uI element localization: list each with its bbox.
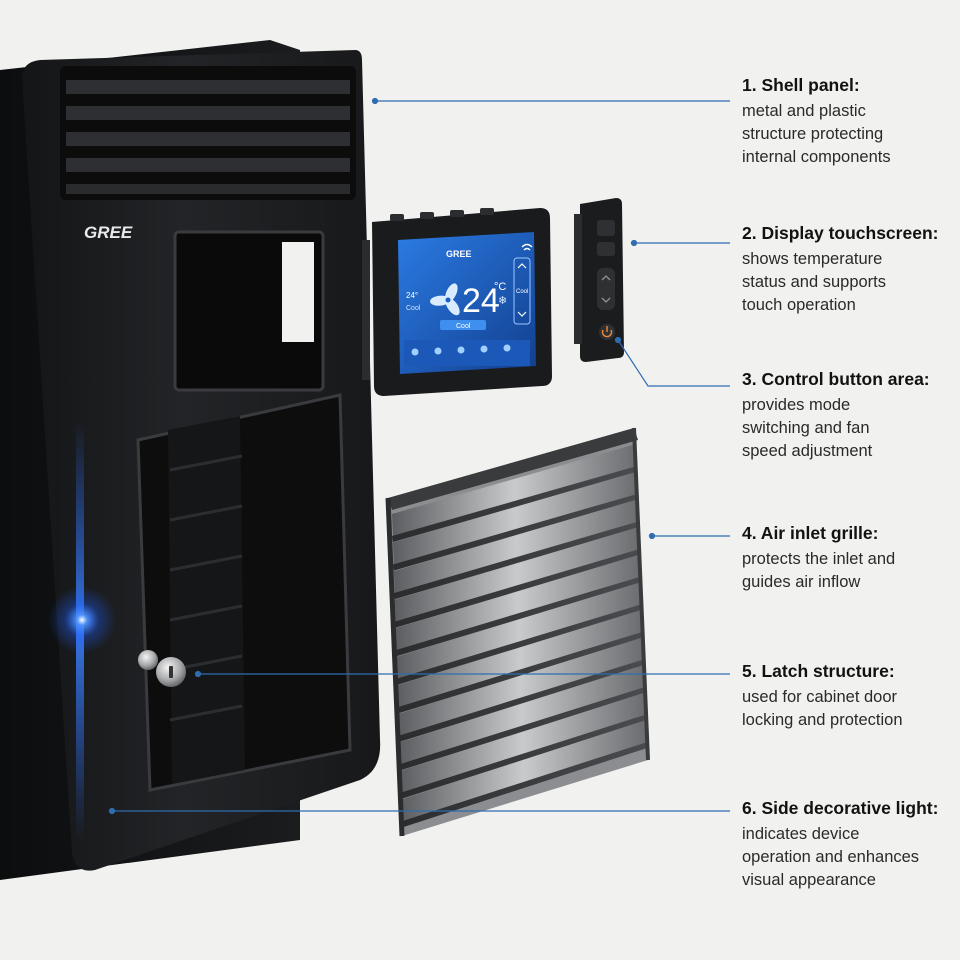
grille-slat-shadow (395, 576, 641, 657)
callout-desc: indicates device operation and enhances … (742, 823, 954, 892)
callout-title: 6. Side decorative light: (742, 798, 939, 818)
grille-slats (392, 444, 647, 828)
menu-button (597, 242, 615, 256)
mode-pill (440, 320, 486, 330)
cabinet: GREE (0, 40, 381, 880)
callout-desc-line: shows temperature (742, 250, 883, 268)
callout-desc: metal and plastic structure protecting i… (742, 100, 954, 169)
callout-title: 2. Display touchscreen: (742, 223, 939, 243)
grille-slat (393, 499, 639, 594)
grille-slat (401, 720, 647, 822)
callout-desc-line: structure protecting (742, 125, 884, 143)
callout-desc-line: indicates device (742, 825, 860, 843)
callout-desc-line: speed adjustment (742, 442, 873, 460)
top-vent (60, 66, 356, 200)
grille-slat-shadow (394, 548, 640, 628)
callout-desc-line: operation and enhances (742, 848, 920, 866)
grille-slat-shadow (398, 659, 644, 742)
callout-latch-structure: 5. Latch structure: used for cabinet doo… (742, 660, 954, 732)
grille-slat-shadow (397, 631, 643, 714)
callout-desc-line: status and supports (742, 273, 887, 291)
grille-slat (392, 444, 637, 536)
grille-slat (399, 665, 645, 765)
callout-shell-panel: 1. Shell panel: metal and plastic struct… (742, 74, 954, 169)
screen-brand: GREE (446, 249, 472, 259)
callout-desc-line: internal components (742, 148, 891, 166)
control-button-area (574, 198, 624, 362)
snowflake-icon: ❄ (498, 295, 507, 307)
grille-slat-shadow (396, 604, 642, 685)
display-touchscreen: GREE 24° Cool 24 °C ❄ Cool Cool (362, 208, 552, 396)
screen-side-right: Cool (516, 289, 528, 295)
callout-desc-line: guides air inflow (742, 573, 861, 591)
grille-slat (394, 526, 640, 622)
callout-title: 3. Control button area: (742, 369, 930, 389)
brand-logo: GREE (84, 223, 133, 242)
grille-slat-shadow (392, 493, 638, 571)
callout-desc-line: provides mode (742, 396, 851, 414)
callout-side-decorative-light: 6. Side decorative light: indicates devi… (742, 797, 954, 892)
chevron-down-icon (517, 311, 527, 317)
callout-desc-line: used for cabinet door (742, 688, 898, 706)
screen-unit: °C (494, 281, 506, 293)
screen-side-temp: 24° (406, 291, 418, 300)
latch (138, 650, 186, 687)
callout-display-touchscreen: 2. Display touchscreen: shows temperatur… (742, 222, 954, 317)
leader-lines (108, 97, 730, 815)
screen-bottom-bar (404, 340, 530, 366)
screen-temperature: 24 (462, 282, 500, 320)
callout-title: 1. Shell panel: (742, 75, 860, 95)
callout-title: 5. Latch structure: (742, 661, 895, 681)
callout-desc-line: protects the inlet and (742, 550, 896, 568)
grille-slat (395, 554, 641, 651)
callout-desc-line: touch operation (742, 296, 856, 314)
grille-slat-shadow (393, 521, 639, 600)
side-light-glow (48, 586, 116, 654)
lower-cavity (136, 393, 352, 792)
callout-air-inlet-grille: 4. Air inlet grille: protects the inlet … (742, 522, 954, 594)
grille-slat-shadow (392, 466, 637, 542)
callout-desc: provides mode switching and fan speed ad… (742, 394, 954, 463)
screen-side-mode: Cool (406, 305, 421, 312)
leader-line-control (617, 339, 730, 387)
grille-slat (398, 637, 644, 736)
wifi-icon (521, 243, 533, 251)
fan-speed-rocker (597, 268, 615, 310)
grille-slat (392, 471, 638, 565)
callout-title: 4. Air inlet grille: (742, 523, 879, 543)
touchscreen-panel (398, 232, 536, 374)
display-cutout (282, 242, 314, 342)
callout-desc-line: metal and plastic (742, 102, 866, 120)
mode-button (597, 220, 615, 236)
chevron-up-icon (517, 263, 527, 269)
screen-mode: Cool (456, 323, 471, 330)
callout-desc: used for cabinet door locking and protec… (742, 686, 954, 732)
callout-desc-line: visual appearance (742, 871, 876, 889)
grille-slat (397, 609, 643, 708)
air-inlet-grille (385, 427, 650, 837)
grille-slat-shadow (401, 742, 647, 828)
grille-slat-shadow (400, 714, 646, 799)
fan-icon (430, 283, 460, 316)
callout-control-button-area: 3. Control button area: provides mode sw… (742, 368, 954, 463)
callout-desc-line: switching and fan (742, 419, 870, 437)
screen-side-control (513, 257, 531, 325)
callout-desc-line: locking and protection (742, 711, 903, 729)
callout-desc: protects the inlet and guides air inflow (742, 548, 954, 594)
grille-slat-shadow (399, 687, 645, 771)
callout-desc: shows temperature status and supports to… (742, 248, 954, 317)
grille-slat (400, 692, 646, 793)
grille-slat (396, 582, 642, 679)
